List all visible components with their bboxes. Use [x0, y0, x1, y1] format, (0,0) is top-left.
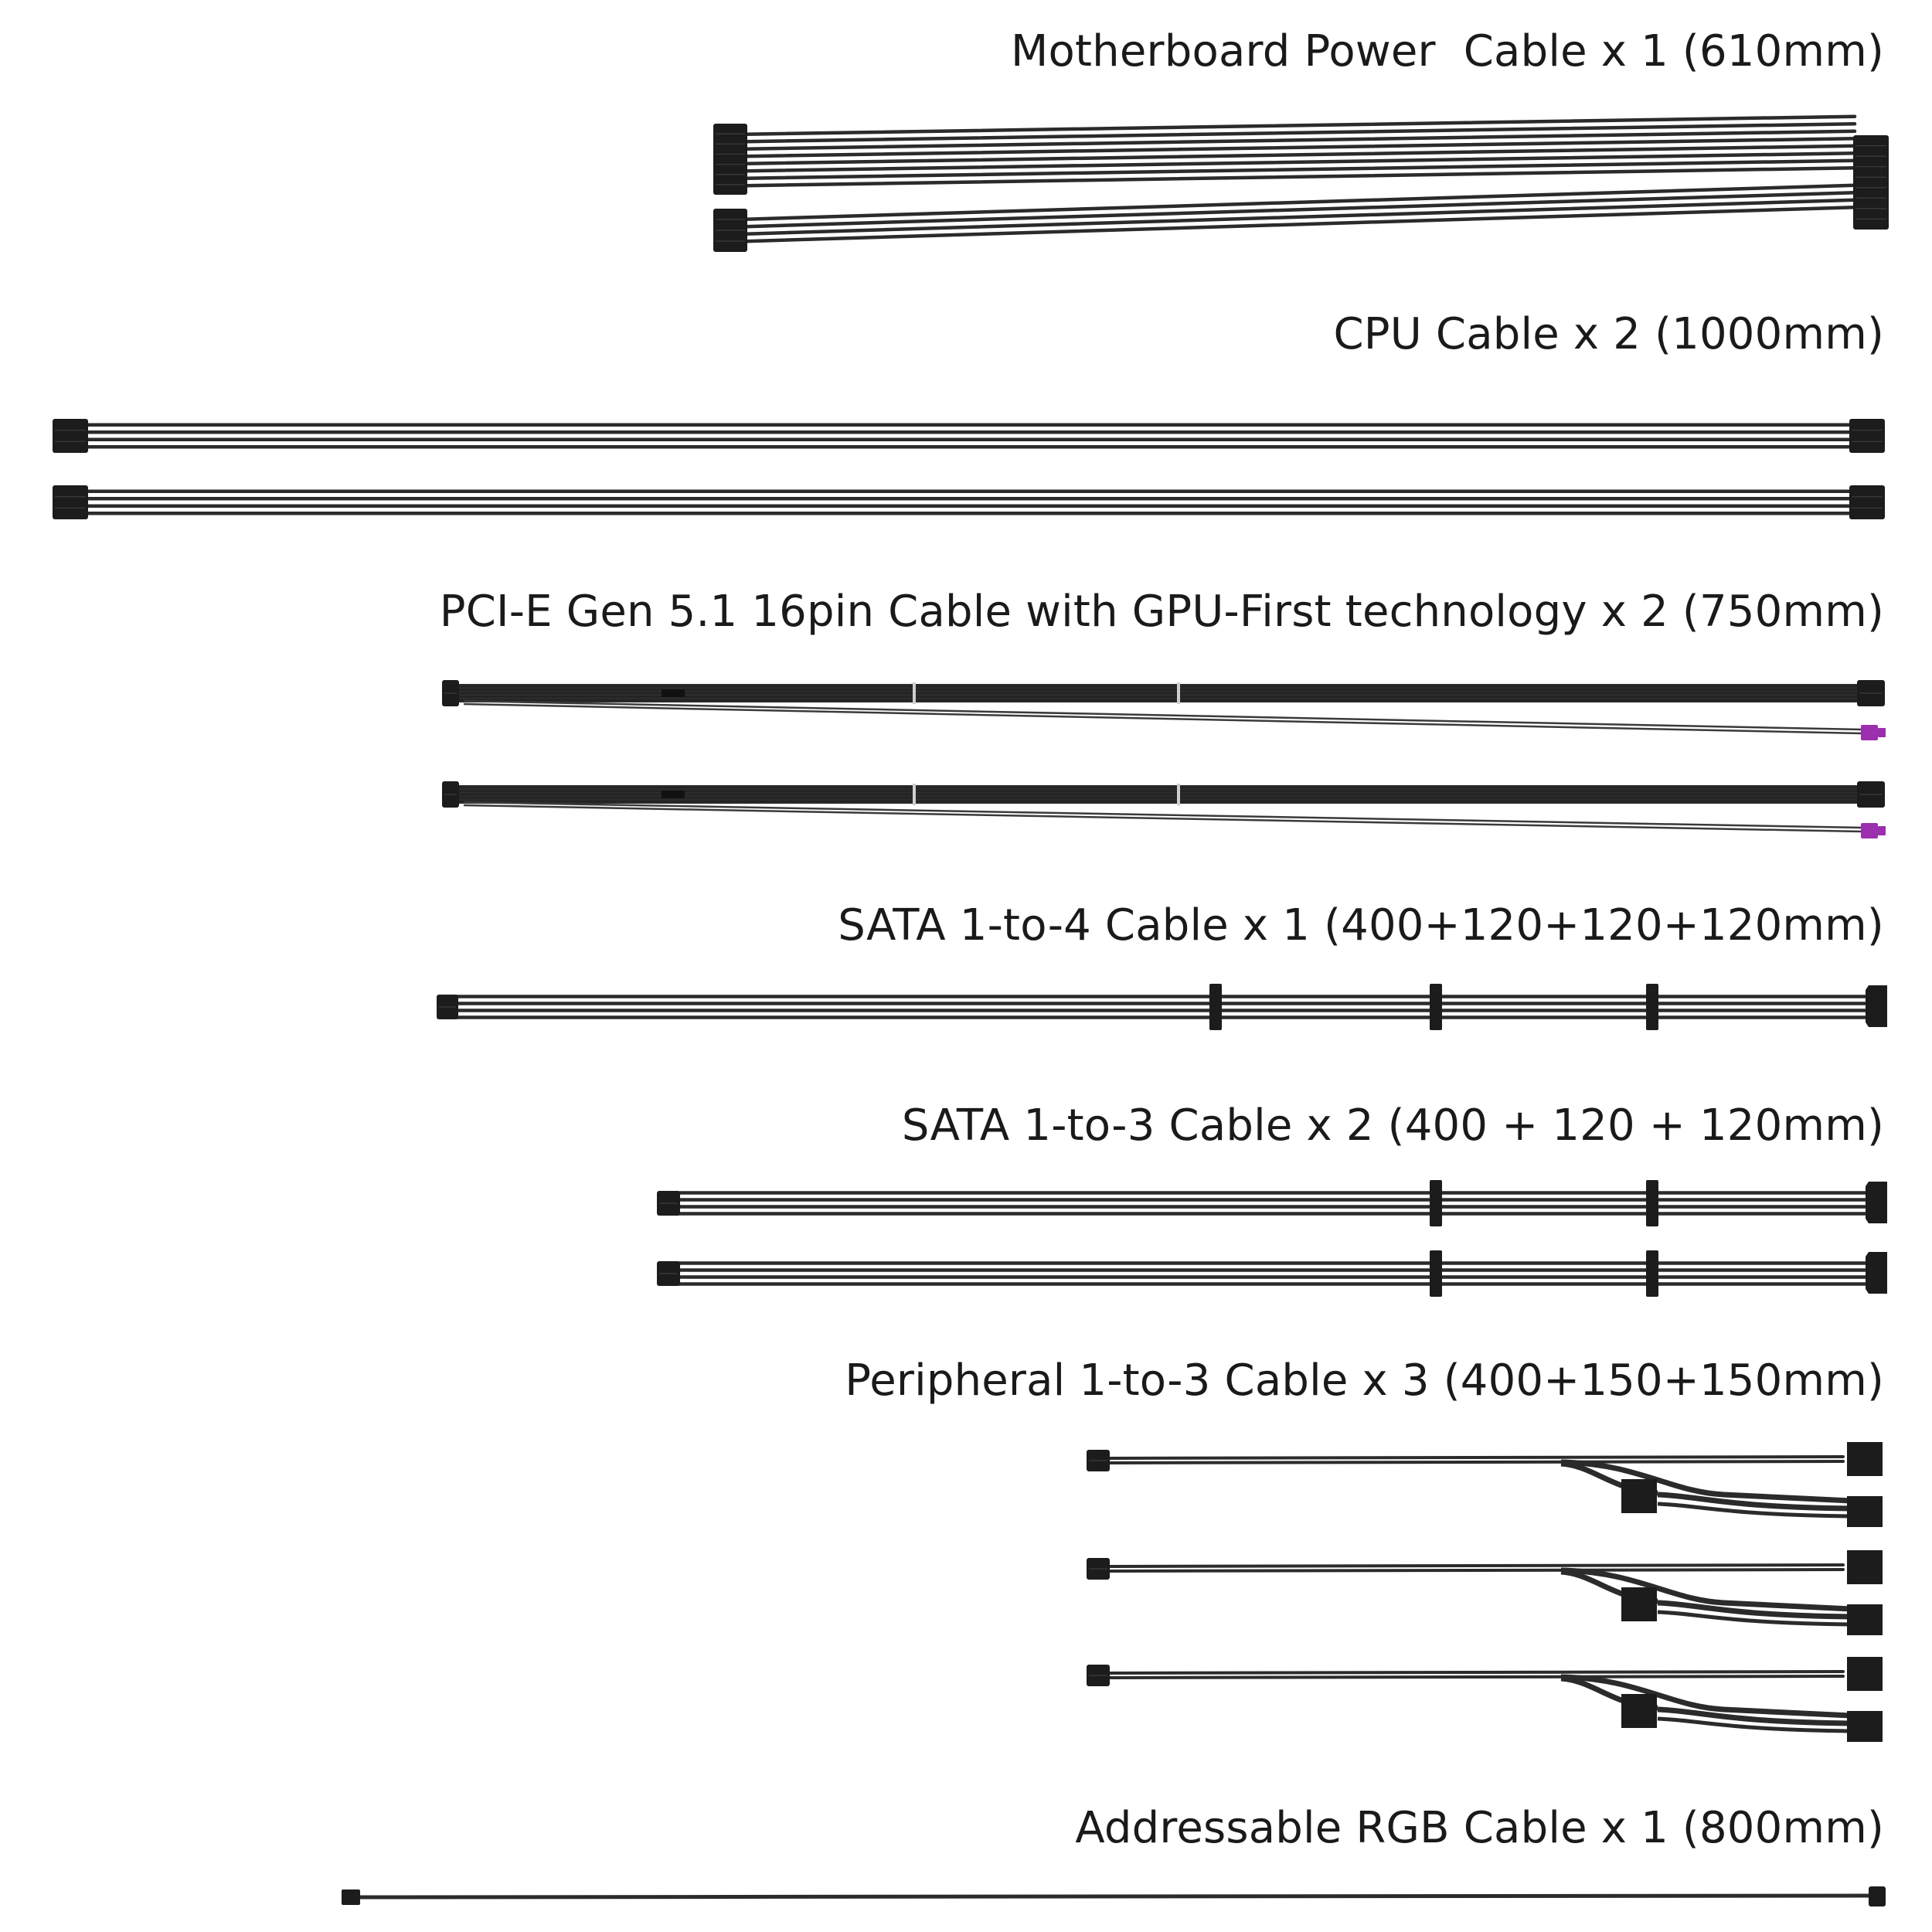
cable-comb-clip	[1209, 984, 1222, 1030]
molex-connector-bottom	[1847, 1496, 1883, 1527]
molex-connector-top	[1847, 1550, 1883, 1584]
branch-wire	[1657, 1492, 1852, 1512]
sleeved-wire	[743, 114, 1857, 136]
cable-comb-clip	[1430, 1180, 1442, 1226]
sleeved-wire	[743, 137, 1857, 158]
sleeved-wire	[743, 183, 1857, 221]
eps-8pin-connector-left	[53, 485, 88, 519]
molex-connector-top	[1847, 1657, 1883, 1691]
argb-cable-label: Addressable RGB Cable x 1 (800mm)	[1075, 1803, 1884, 1853]
branch-wire	[1657, 1502, 1852, 1519]
sense-connector-tab	[1878, 826, 1886, 835]
sleeved-wire	[1104, 1460, 1845, 1464]
sleeved-wire	[1104, 1563, 1845, 1568]
branch-wire	[1657, 1706, 1852, 1726]
sata-connector-end	[1866, 985, 1887, 1027]
sleeved-wire	[743, 198, 1857, 236]
cpu-cable-1	[53, 419, 1885, 453]
sleeved-wire	[1104, 1568, 1845, 1573]
sense-wire	[463, 702, 1863, 735]
sleeved-wire	[743, 144, 1857, 165]
sense-wire-breakout	[662, 791, 685, 798]
branch-wire	[1657, 1716, 1852, 1733]
cable-comb-clip	[1646, 984, 1658, 1030]
sleeved-wire	[1104, 1675, 1845, 1679]
sleeved-wire	[743, 129, 1857, 151]
molex-connector-bottom	[1847, 1711, 1883, 1742]
molex-connector-mid	[1621, 1479, 1657, 1513]
sleeved-wire	[743, 206, 1857, 243]
pcie-cable-1	[442, 680, 1886, 740]
branch-wire	[1560, 1459, 1852, 1504]
sata-1-to-3-cable-1	[657, 1180, 1887, 1226]
motherboard-cable-label: Motherboard Power Cable x 1 (610mm)	[1011, 26, 1884, 77]
sata-1-to-3-cable-label: SATA 1-to-3 Cable x 2 (400 + 120 + 120mm…	[901, 1100, 1884, 1151]
sleeved-wire	[743, 151, 1857, 173]
cable-comb-clip	[1646, 1180, 1658, 1226]
sleeved-wire	[743, 166, 1857, 188]
sense-wire-breakout	[662, 689, 685, 697]
argb-cable	[342, 1886, 1886, 1906]
cable-comb-clip	[1430, 1250, 1442, 1297]
sense-connector-tab	[1878, 728, 1886, 737]
molex-connector-bottom	[1847, 1604, 1883, 1635]
sata-1-to-4-cable-label: SATA 1-to-4 Cable x 1 (400+120+120+120mm…	[838, 900, 1884, 951]
sense-connector	[1861, 823, 1878, 838]
sense-wire	[463, 801, 1863, 829]
cable-comb-marker	[913, 682, 916, 704]
cpu-cable-2	[53, 485, 1885, 519]
branch-wire	[1560, 1567, 1852, 1612]
sleeved-wire	[743, 158, 1857, 180]
atx-24pin-connector	[1853, 135, 1889, 230]
sleeved-wire	[743, 122, 1857, 144]
branch-wire	[1560, 1674, 1852, 1719]
sleeved-wire	[743, 191, 1857, 229]
eps-8pin-connector-right	[1849, 419, 1885, 453]
sense-wire	[463, 804, 1863, 833]
sense-wire	[463, 699, 1863, 731]
molex-connector-mid	[1621, 1587, 1657, 1621]
motherboard-cable	[713, 114, 1889, 252]
peripheral-cable-2	[1087, 1550, 1883, 1635]
sata-connector-end	[1866, 1182, 1887, 1223]
atx-20pin-connector	[713, 124, 747, 195]
peripheral-cable-1	[1087, 1442, 1883, 1527]
argb-connector-right	[1869, 1886, 1886, 1906]
cable-comb-marker	[1177, 784, 1180, 805]
argb-wire	[359, 1893, 1871, 1900]
sata-1-to-4-cable	[437, 984, 1887, 1030]
molex-connector-top	[1847, 1442, 1883, 1476]
cable-comb-clip	[1646, 1250, 1658, 1297]
branch-wire	[1657, 1610, 1852, 1627]
sense-connector	[1861, 725, 1878, 740]
molex-connector-mid	[1621, 1694, 1657, 1728]
pcie-cable-2	[442, 781, 1886, 838]
cable-comb-marker	[1177, 682, 1180, 704]
peripheral-cable-label: Peripheral 1-to-3 Cable x 3 (400+150+150…	[845, 1355, 1884, 1406]
sata-1-to-3-cable-2	[657, 1250, 1887, 1297]
cpu-cable-label: CPU Cable x 2 (1000mm)	[1333, 309, 1884, 359]
pcie-cable-label: PCI-E Gen 5.1 16pin Cable with GPU-First…	[439, 587, 1884, 637]
sleeved-wire	[1104, 1670, 1845, 1675]
branch-wire	[1657, 1600, 1852, 1620]
argb-connector-left	[342, 1889, 360, 1905]
peripheral-cable-3	[1087, 1657, 1883, 1742]
cable-comb-marker	[913, 784, 916, 805]
eps-8pin-connector-left	[53, 419, 88, 453]
sata-connector-end	[1866, 1252, 1887, 1294]
eps-8pin-connector-right	[1849, 485, 1885, 519]
cable-comb-clip	[1430, 984, 1442, 1030]
sleeved-wire	[1104, 1455, 1845, 1460]
